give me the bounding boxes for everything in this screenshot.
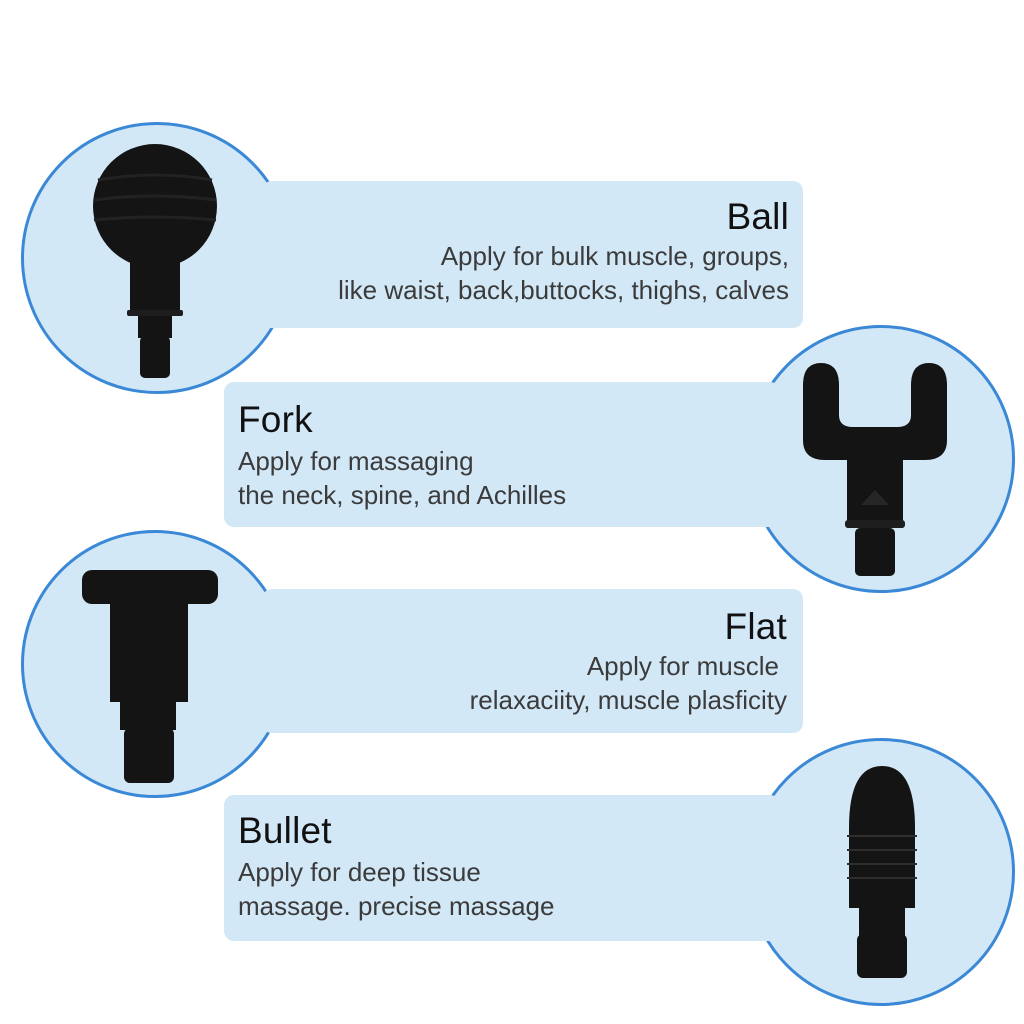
flat-massage-head-icon: [82, 570, 218, 783]
bullet-desc-line-1: Apply for deep tissue: [238, 857, 481, 887]
fork-massage-head-icon: [803, 363, 947, 576]
fork-desc-line-2: the neck, spine, and Achilles: [238, 480, 567, 510]
bullet-title: Bullet: [238, 810, 332, 851]
flat-panel: Flat Apply for muscle relaxaciity, muscl…: [262, 589, 803, 733]
bullet-massage-head-icon: [847, 766, 917, 978]
bullet-panel: Bullet Apply for deep tissue massage. pr…: [224, 795, 780, 941]
ball-massage-head-icon: [93, 144, 217, 378]
bullet-desc-line-2: massage. precise massage: [238, 891, 555, 921]
fork-desc-line-1: Apply for massaging: [238, 446, 474, 476]
ball-title: Ball: [726, 196, 789, 237]
fork-title: Fork: [238, 399, 313, 440]
flat-desc-line-1: Apply for muscle: [586, 651, 779, 681]
ball-desc-line-1: Apply for bulk muscle, groups,: [440, 241, 789, 271]
ball-panel: Ball Apply for bulk muscle, groups, like…: [262, 181, 803, 328]
fork-panel: Fork Apply for massaging the neck, spine…: [224, 382, 780, 527]
ball-desc-line-2: like waist, back,buttocks, thighs, calve…: [338, 275, 789, 305]
flat-desc-line-2: relaxaciity, muscle plasficity: [469, 685, 787, 715]
flat-title: Flat: [724, 606, 787, 647]
